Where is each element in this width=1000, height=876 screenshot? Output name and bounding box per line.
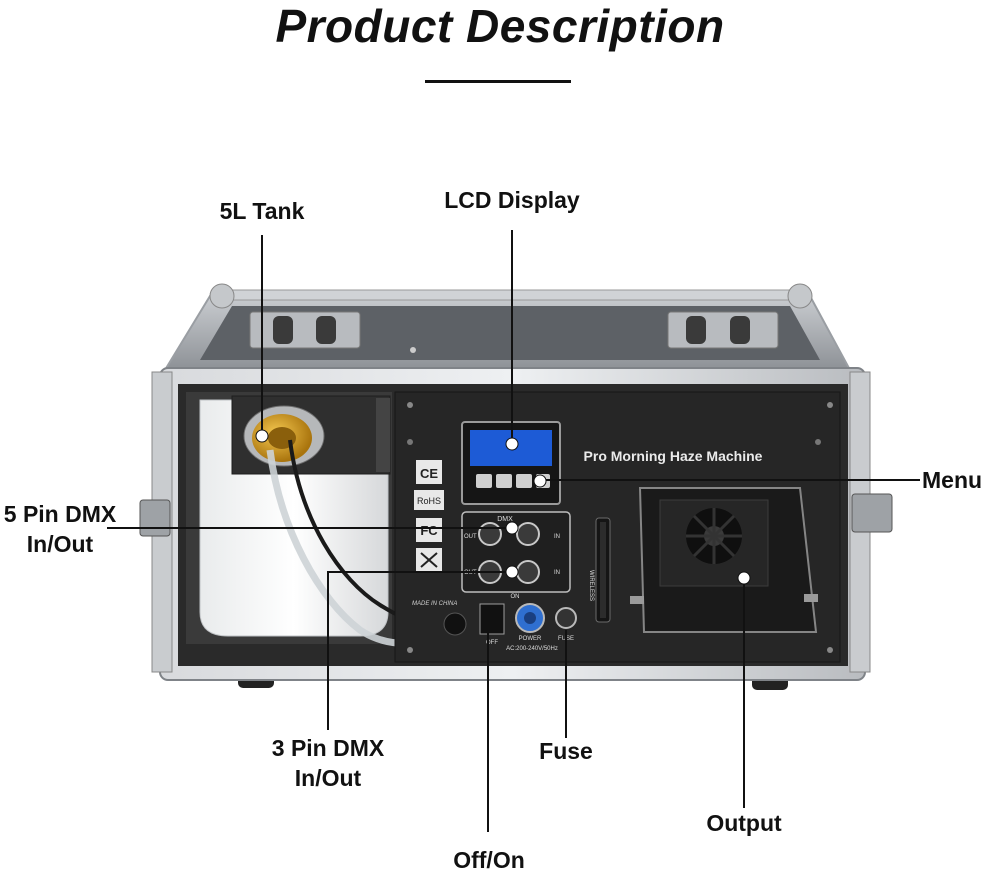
cable-port xyxy=(443,612,467,636)
certification-marks: CE RoHS FC xyxy=(414,460,444,572)
out-label-5pin: OUT xyxy=(464,534,477,540)
machine-label: Pro Morning Haze Machine xyxy=(584,448,763,464)
dot-tank xyxy=(255,429,269,443)
case-lid xyxy=(163,283,852,371)
weee-icon xyxy=(420,552,438,568)
fuse-holder xyxy=(555,607,577,629)
made-in-label: MADE IN CHINA xyxy=(412,601,457,607)
callout-fuse: Fuse xyxy=(539,738,593,764)
callout-dmx5: 5 Pin DMX In/Out xyxy=(0,499,120,559)
dot-output xyxy=(737,571,751,585)
dmx5-out-connector xyxy=(478,522,502,546)
callout-dmx3-line2: In/Out xyxy=(294,765,362,791)
callout-output: Output xyxy=(706,810,782,836)
title-underline xyxy=(425,80,571,83)
callout-menu: Menu xyxy=(922,467,983,493)
in-label-3pin: IN xyxy=(554,570,560,576)
dot-dmx3 xyxy=(505,565,519,579)
leader-dmx3 xyxy=(327,571,512,730)
callout-dmx5-line1: 5 Pin DMX xyxy=(3,501,117,527)
off-label: OFF xyxy=(486,640,498,646)
voltage-label: AC:200-240V/50Hz xyxy=(506,646,558,652)
fc-mark: FC xyxy=(420,523,438,538)
rohs-mark: RoHS xyxy=(417,496,441,506)
wireless-label: WIRELESS xyxy=(588,570,594,601)
callout-dmx5-line2: In/Out xyxy=(26,531,94,557)
output-nozzle xyxy=(630,487,818,633)
callout-offon: Off/On xyxy=(453,847,525,873)
wireless-indicator: WIRELESS xyxy=(588,517,611,623)
dmx5-in-connector xyxy=(516,522,540,546)
tank-cap xyxy=(243,405,325,467)
dmx3-in-connector xyxy=(516,560,540,584)
dot-lcd xyxy=(505,437,519,451)
callout-dmx3-line1: 3 Pin DMX xyxy=(271,735,385,761)
power-label: POWER xyxy=(519,636,542,642)
ce-mark: CE xyxy=(420,466,438,481)
dmx-label: DMX xyxy=(497,516,513,523)
power-switch xyxy=(479,603,505,635)
in-label-5pin: IN xyxy=(554,534,560,540)
dot-menu xyxy=(533,474,547,488)
power-section: OFF POWER FUSE AC:200-240V/50Hz xyxy=(479,603,577,652)
callout-tank: 5L Tank xyxy=(219,198,305,224)
on-label: ON xyxy=(511,594,520,600)
callout-dots xyxy=(255,429,751,585)
callout-dmx3: 3 Pin DMX In/Out xyxy=(253,733,403,793)
callout-leader-lines xyxy=(107,230,920,832)
callout-lcd: LCD Display xyxy=(444,187,580,213)
dot-dmx5 xyxy=(505,521,519,535)
page-title: Product Description xyxy=(275,0,725,52)
